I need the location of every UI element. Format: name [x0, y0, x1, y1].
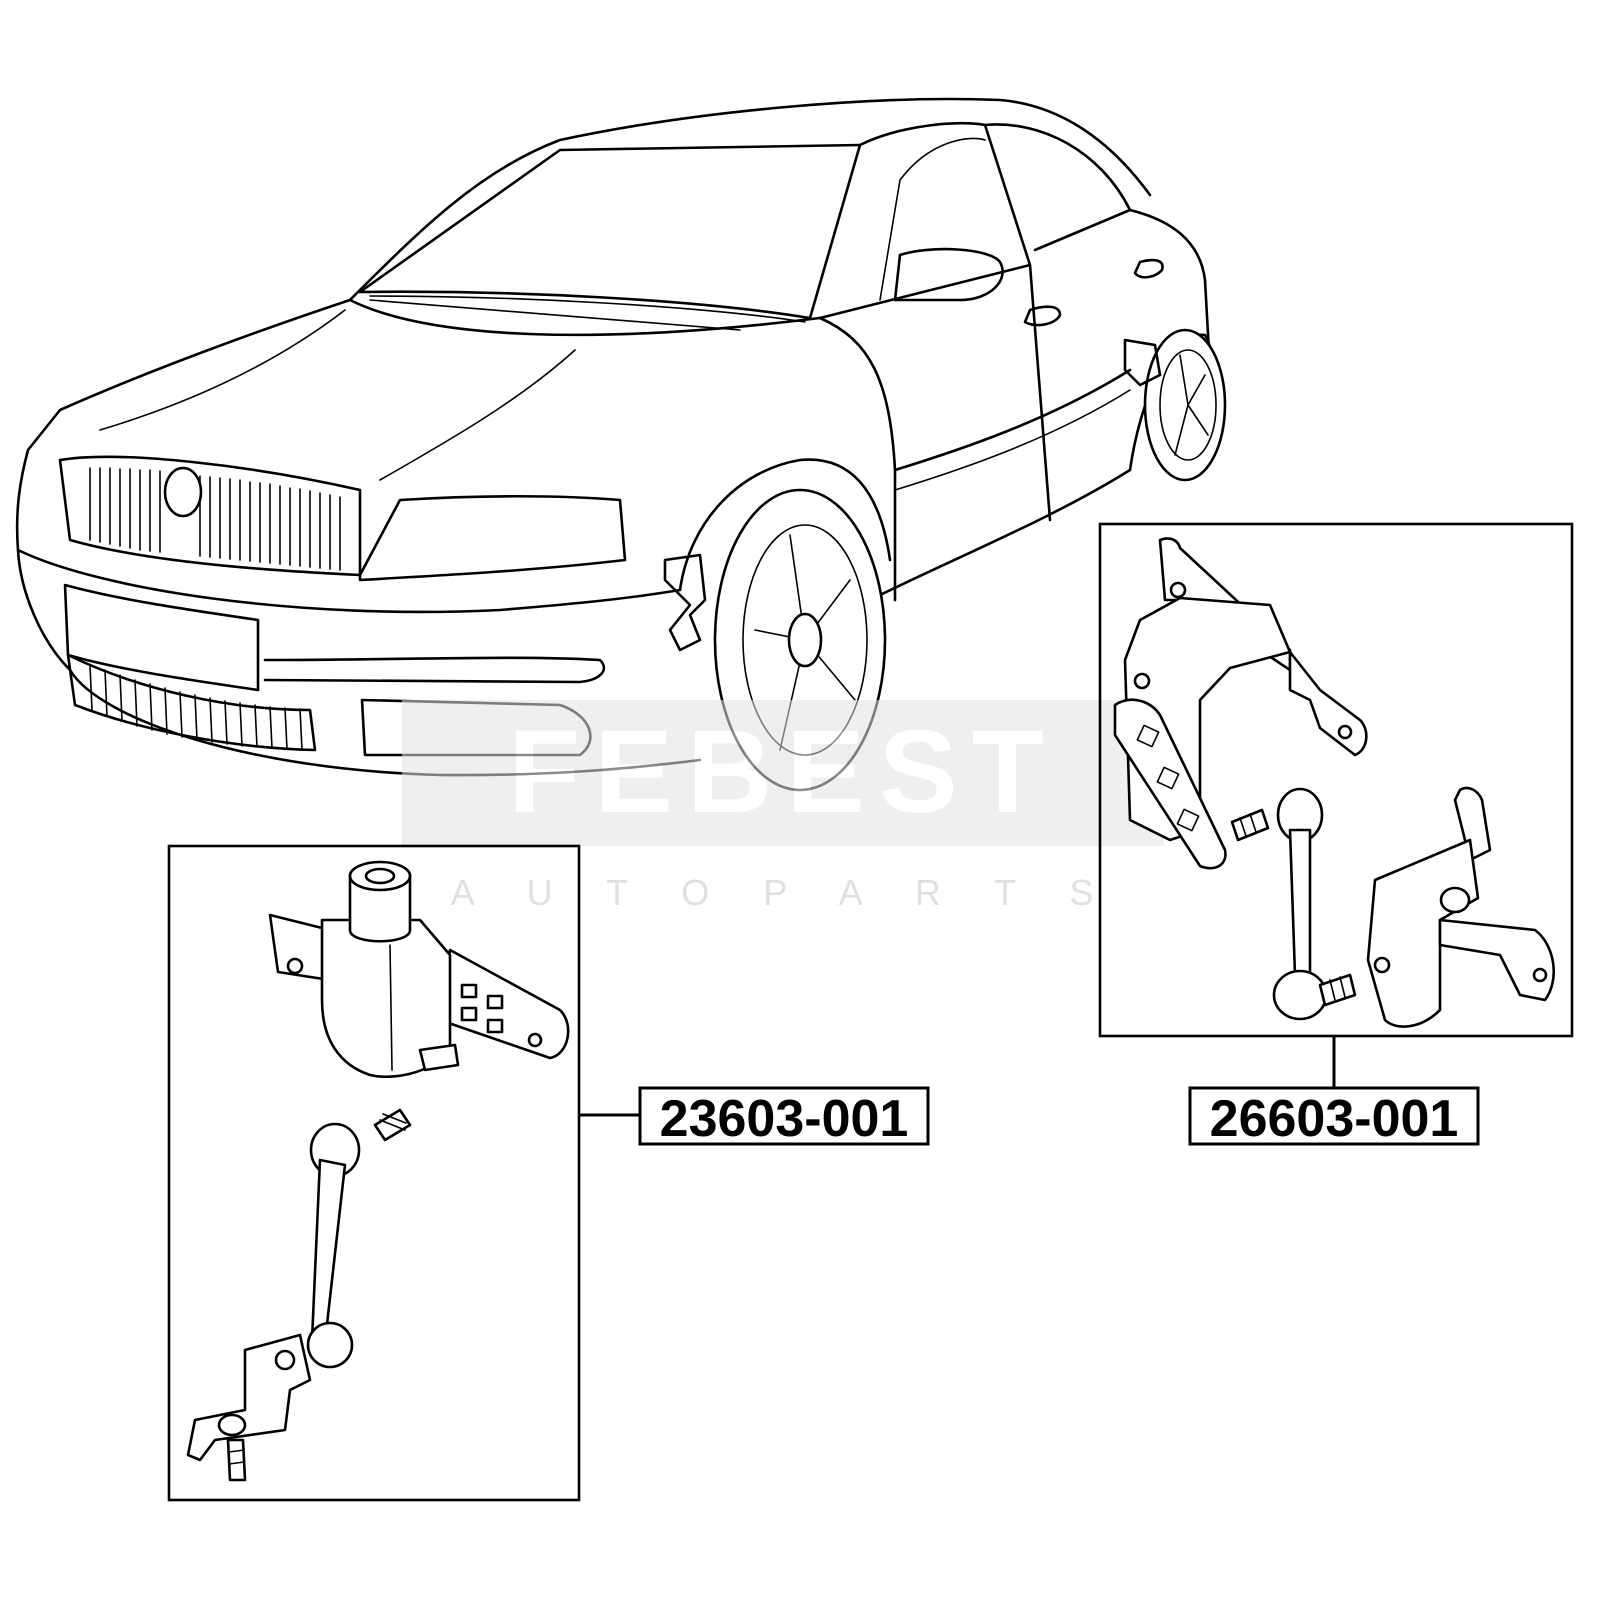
front-part-panel [167, 844, 581, 1502]
rear-level-sensor-drawing [1113, 537, 1556, 1028]
watermark: FEBEST A U T O P A R T S [402, 700, 1164, 913]
front-part-callout[interactable]: 23603-001 [638, 1086, 930, 1148]
front-link-rod-drawing [186, 1108, 412, 1482]
rear-part-callout[interactable]: 26603-001 [1188, 1086, 1480, 1148]
front-level-sensor-drawing [268, 860, 570, 1079]
front-part-number[interactable]: 23603-001 [660, 1090, 909, 1148]
front-part-frame [167, 844, 581, 1502]
rear-part-number[interactable]: 26603-001 [1210, 1090, 1459, 1148]
front-part-number-box[interactable] [638, 1086, 930, 1146]
rear-part-number-box[interactable] [1188, 1086, 1480, 1146]
watermark-brand: FEBEST [508, 706, 1058, 838]
sedan-illustration [15, 97, 1227, 792]
watermark-band [402, 700, 1164, 846]
rear-part-frame [1098, 522, 1574, 1038]
rear-part-panel [1098, 522, 1574, 1038]
watermark-tagline: A U T O P A R T S [451, 872, 1116, 913]
